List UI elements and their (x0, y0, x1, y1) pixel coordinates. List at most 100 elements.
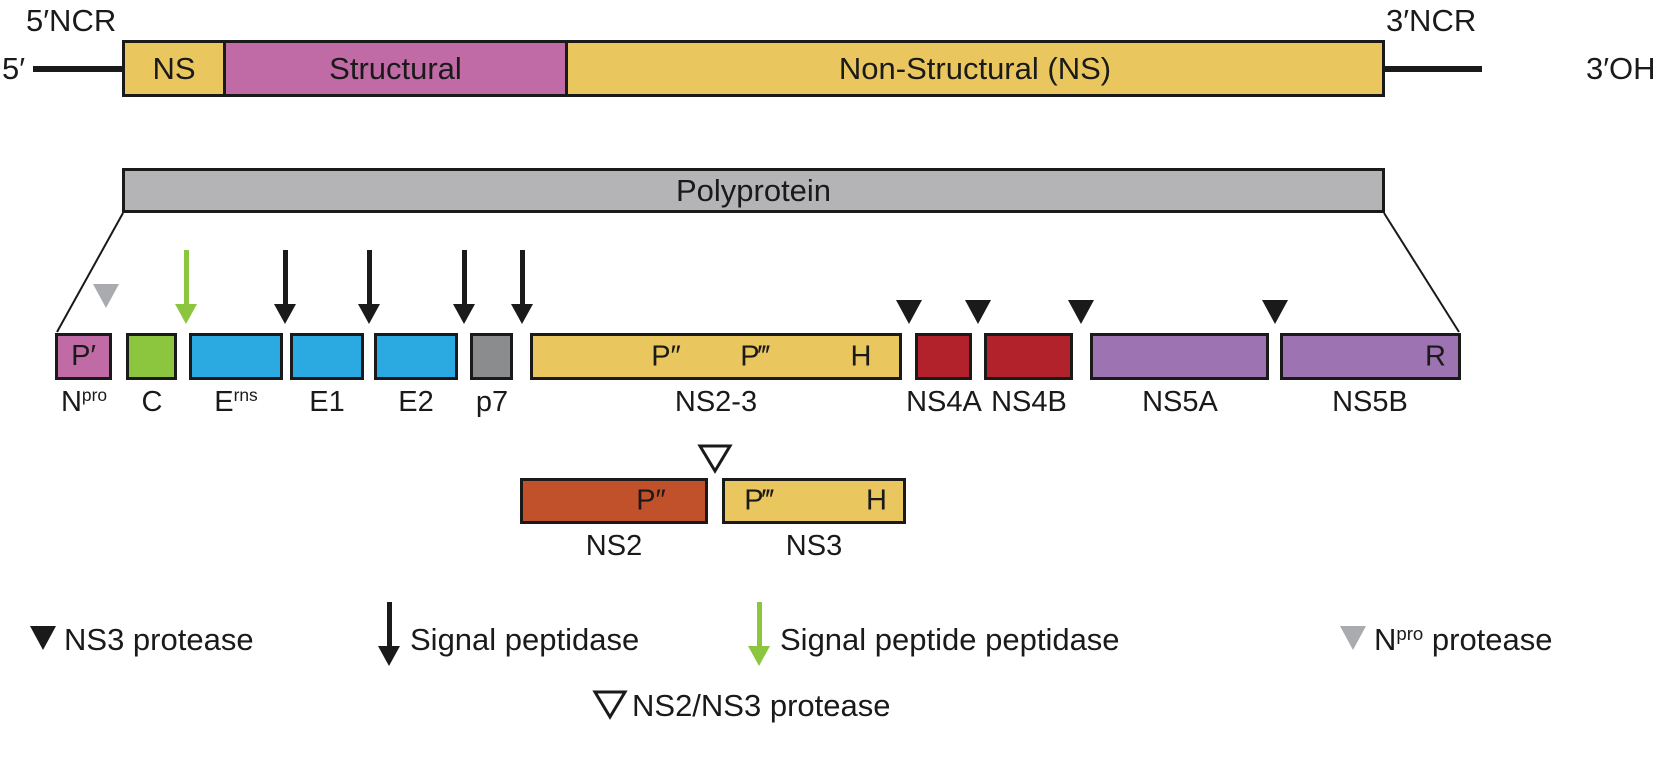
label-5-end: 5′ (2, 51, 26, 86)
ns2-inner-p2: P″ (636, 484, 666, 517)
arrow-head (358, 304, 380, 324)
label-5ncr: 5′NCR (26, 3, 117, 38)
label-base: N (1374, 622, 1397, 657)
label-rest: protease (1423, 622, 1553, 657)
protein-label-ns2-3: NS2-3 (626, 386, 806, 419)
protein-box-e1 (290, 333, 364, 380)
ns3-inner-p3: P‴ (744, 484, 774, 517)
arrow-head (511, 304, 533, 324)
polyprotein-bar: Polyprotein (122, 168, 1385, 213)
protein-box-inner-label: P′ (71, 340, 96, 372)
ns5b-inner-r: R (1425, 340, 1446, 372)
ns2-ns3-protease-marker-icon (697, 444, 733, 474)
legend-signal-peptidase-icon (378, 602, 400, 666)
protein-box-c (126, 333, 177, 380)
label-3ncr: 3′NCR (1386, 3, 1477, 38)
ns3-label: NS3 (785, 530, 843, 562)
protein-box-erns (189, 333, 283, 380)
protein-label-erns: Erns (146, 385, 326, 419)
protein-box-npro: P′ (55, 333, 112, 380)
genome-line-5prime (33, 66, 122, 72)
label-superscript: pro (1396, 622, 1424, 644)
ns3-protease-marker-icon-1 (896, 300, 922, 324)
label-base: NS5A (1142, 386, 1218, 418)
legend-npro-protease-icon (1340, 626, 1366, 650)
label-base: E2 (398, 386, 434, 418)
protein-box-ns4b (984, 333, 1073, 380)
label-base: NS5B (1332, 386, 1408, 418)
label-base: p7 (475, 386, 509, 418)
protein-label-ns4a: NS4A (854, 386, 1034, 419)
genome-segment-ns: NS (125, 43, 223, 94)
protein-box-ns5a (1090, 333, 1269, 380)
signal-peptidase-arrow-icon-2 (358, 250, 380, 324)
arrow-shaft (461, 250, 467, 304)
protein-label-c: C (62, 386, 242, 419)
label-3oh-end: 3′OH (1586, 51, 1656, 86)
arrow-shaft (282, 250, 288, 304)
legend-signal-peptidase-label: Signal peptidase (410, 622, 640, 657)
legend-ns2ns3-protease-label: NS2/NS3 protease (632, 688, 891, 723)
arrow-shaft (366, 250, 372, 304)
protein-label-ns5b: NS5B (1280, 386, 1460, 419)
protein-label-npro: Npro (0, 385, 174, 419)
protein-box-ns2-3: P″ P‴ H (530, 333, 902, 380)
arrow-head (453, 304, 475, 324)
protein-label-e1: E1 (237, 386, 417, 419)
arrow-shaft (519, 250, 525, 304)
protein-label-ns4b: NS4B (939, 386, 1119, 419)
open-triangle-shape (697, 444, 733, 474)
ns2-3-inner-p2: P″ (651, 340, 681, 372)
label-base: NS4B (991, 386, 1067, 418)
label-superscript: rns (233, 385, 258, 406)
genome-line-3prime (1385, 66, 1482, 72)
genome-segment-nonstructural: Non-Structural (NS) (565, 43, 1382, 94)
label-base: C (141, 386, 163, 418)
arrow-head (175, 304, 197, 324)
protein-box-ns5b: R (1280, 333, 1461, 380)
signal-peptidase-arrow-icon-3 (453, 250, 475, 324)
label-base: E (214, 386, 234, 418)
protein-box-e2 (374, 333, 458, 380)
expansion-line-right (1383, 212, 1460, 333)
ns3-inner-h: H (866, 484, 887, 517)
protein-label-p7: p7 (402, 386, 582, 419)
protein-box-ns4a (915, 333, 972, 380)
label-base: NS2-3 (674, 386, 758, 418)
protein-label-e2: E2 (326, 386, 506, 419)
arrow-head (274, 304, 296, 324)
arrow-shaft (183, 250, 189, 304)
ns2-3-inner-h: H (850, 340, 872, 372)
ns3-protease-marker-icon-3 (1068, 300, 1094, 324)
legend-signal-peptide-peptidase-icon (748, 602, 770, 666)
label-superscript: pro (81, 385, 108, 406)
arrow-shaft (756, 602, 762, 646)
genome-segment-structural: Structural (223, 43, 565, 94)
ns2-3-inner-p3: P‴ (740, 340, 770, 372)
ns2-box: P″ (520, 478, 708, 524)
arrow-shaft (386, 602, 392, 646)
signal-peptidase-arrow-icon-4 (511, 250, 533, 324)
label-base: N (60, 386, 82, 418)
ns3-protease-marker-icon-2 (965, 300, 991, 324)
label-base: E1 (309, 386, 345, 418)
legend-ns3-protease-label: NS3 protease (64, 622, 254, 657)
protein-label-ns5a: NS5A (1090, 386, 1270, 419)
signal-peptidase-arrow-icon-1 (274, 250, 296, 324)
protein-box-p7 (470, 333, 513, 380)
legend-npro-protease-label: Npro protease (1374, 622, 1553, 658)
genome-bar: NS Structural Non-Structural (NS) (122, 40, 1385, 97)
arrow-head (748, 646, 770, 666)
open-triangle-shape (592, 690, 628, 720)
signal-peptide-peptidase-arrow-icon (175, 250, 197, 324)
legend-signal-peptide-peptidase-label: Signal peptide peptidase (780, 622, 1120, 657)
npro-protease-marker-icon (93, 284, 119, 308)
legend-ns2ns3-protease-icon (592, 690, 628, 720)
legend-ns3-protease-icon (30, 626, 56, 650)
expansion-line-left (56, 212, 124, 333)
ns2-label: NS2 (585, 530, 643, 562)
ns3-box: P‴ H (722, 478, 906, 524)
arrow-head (378, 646, 400, 666)
ns3-protease-marker-icon-4 (1262, 300, 1288, 324)
